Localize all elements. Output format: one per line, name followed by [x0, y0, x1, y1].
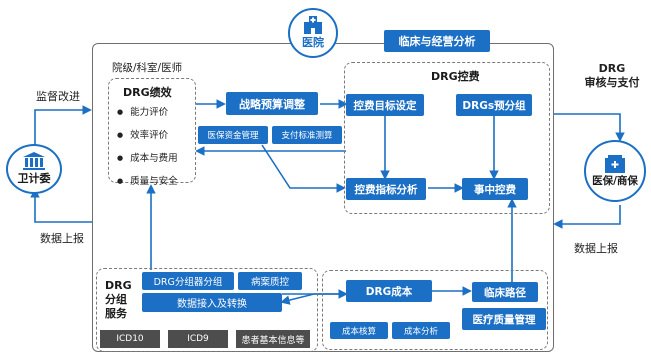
arrow-left-up [34, 105, 92, 148]
drg-performance-title: DRG绩效 [123, 86, 172, 99]
clinical-pathway-box: 临床路径 [472, 282, 538, 302]
cost-accounting-box: 成本核算 [330, 322, 388, 339]
indicator-analysis-box: 控费指标分析 [346, 178, 426, 200]
drg-cost-box: DRG成本 [346, 280, 432, 302]
health-commission-badge: 卫计委 [6, 144, 62, 194]
performance-item: 效率评价 [117, 127, 178, 141]
supervise-label: 监督改进 [36, 90, 80, 103]
arrow-right-out [553, 113, 625, 142]
record-quality-box: 病案质控 [238, 272, 302, 290]
drg-performance-box: DRG绩效 能力评价 效率评价 成本与费用 质量与安全 [108, 78, 196, 187]
government-building-icon [23, 152, 45, 170]
arrow-strategy-analysis [261, 144, 346, 193]
performance-item: 成本与费用 [117, 150, 178, 164]
drg-group-service-title: DRG 分组 服务 [105, 279, 132, 320]
icd9-box: ICD9 [168, 330, 228, 348]
patient-info-box: 患者基本信息等 [236, 330, 310, 348]
hospital-label: 医院 [302, 36, 324, 49]
insurance-building-icon [605, 154, 625, 173]
performance-item: 质量与安全 [117, 173, 178, 187]
hospital-badge: 医院 [288, 8, 338, 58]
arrow-right-in [553, 205, 621, 229]
in-process-control-box: 事中控费 [462, 178, 528, 200]
health-commission-label: 卫计委 [17, 172, 51, 185]
icd10-box: ICD10 [100, 330, 160, 348]
left-report-label: 数据上报 [40, 232, 84, 245]
performance-list: 能力评价 效率评价 成本与费用 质量与安全 [117, 104, 178, 196]
drg-cost-area [322, 270, 548, 350]
insurance-fund-box: 医保资金管理 [198, 126, 268, 144]
insurer-badge: 医保/商保 [584, 140, 646, 202]
strategy-budget-box: 战略预算调整 [226, 92, 318, 115]
medical-quality-box: 医疗质量管理 [462, 308, 546, 330]
data-interface-box: 数据接入及转换 [142, 293, 282, 312]
right-report-label: 数据上报 [574, 242, 618, 255]
drg-cost-control-title: DRG控费 [431, 70, 480, 83]
drg-audit-label: DRG 审核与支付 [584, 62, 640, 89]
cost-analysis-box: 成本分析 [392, 322, 450, 339]
insurer-label: 医保/商保 [592, 174, 638, 187]
grouper-box: DRG分组器分组 [142, 272, 234, 290]
clinical-analysis-band: 临床与经营分析 [384, 30, 490, 52]
target-setting-box: 控费目标设定 [346, 94, 424, 116]
hospital-icon [304, 16, 322, 34]
dept-label: 院级/科室/医师 [112, 62, 183, 74]
arrow-left-down [30, 188, 92, 223]
drg-cost-control-box: DRG控费 [344, 62, 550, 214]
payment-standard-box: 支付标准测算 [272, 126, 342, 144]
performance-item: 能力评价 [117, 104, 178, 118]
drgs-pregroup-box: DRGs预分组 [456, 94, 532, 116]
